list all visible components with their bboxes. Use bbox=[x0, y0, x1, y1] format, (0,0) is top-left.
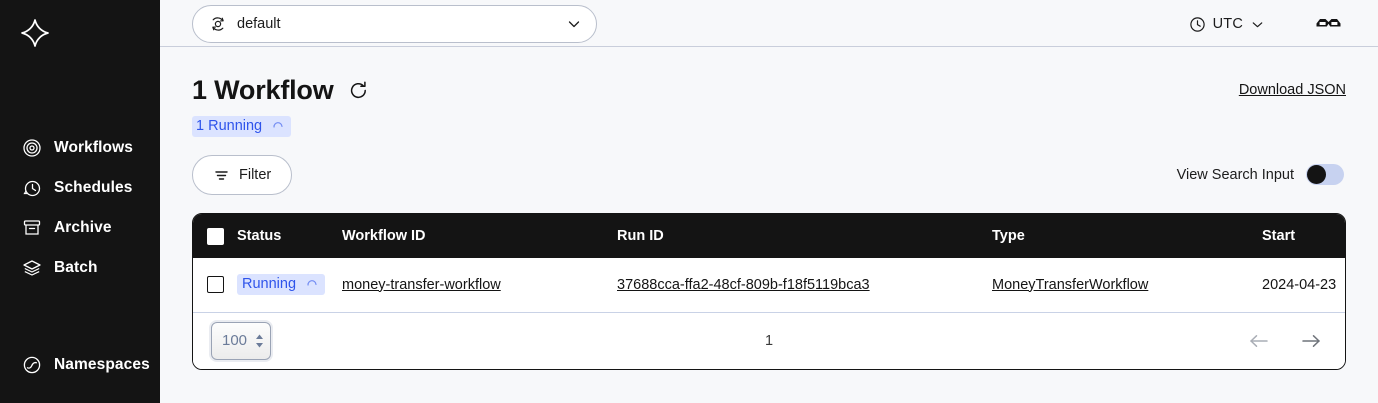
status-badge[interactable]: Running bbox=[237, 274, 326, 296]
sidebar-primary-nav: Workflows Schedules bbox=[0, 128, 160, 288]
view-search-input-toggle[interactable] bbox=[1306, 164, 1344, 185]
page-header: 1 Workflow 1 Running bbox=[192, 47, 1346, 137]
sidebar-item-archive[interactable]: Archive bbox=[0, 208, 160, 248]
toggle-knob bbox=[1307, 165, 1326, 184]
status-badge-label: 1 Running bbox=[196, 118, 263, 134]
page-size-value: 100 bbox=[222, 332, 248, 349]
table-header-type[interactable]: Type bbox=[992, 228, 1025, 244]
sidebar-item-workflows[interactable]: Workflows bbox=[0, 128, 160, 168]
page-number: 1 bbox=[764, 332, 774, 349]
spinner-icon bbox=[306, 278, 318, 290]
table-header-run-id[interactable]: Run ID bbox=[617, 228, 664, 244]
workflows-table-card: Status Workflow ID Run ID Type Start bbox=[192, 213, 1346, 370]
refresh-icon[interactable] bbox=[348, 80, 370, 102]
main-area: default UTC bbox=[160, 0, 1378, 403]
title-row: 1 Workflow bbox=[192, 77, 1346, 104]
row-checkbox[interactable] bbox=[207, 276, 224, 294]
spinner-icon bbox=[272, 120, 284, 132]
table-body: Running money-transfer-workflow bbox=[193, 258, 1345, 312]
view-search-input-control: View Search Input bbox=[1177, 164, 1344, 185]
temporal-logo[interactable] bbox=[18, 16, 52, 50]
table-header-start[interactable]: Start bbox=[1262, 228, 1296, 244]
arrow-left-icon[interactable] bbox=[1247, 330, 1271, 352]
table-pagination: 100 1 bbox=[193, 312, 1345, 369]
content-area: 1 Workflow 1 Running bbox=[160, 47, 1378, 370]
workflow-id-link[interactable]: money-transfer-workflow bbox=[342, 276, 501, 293]
schedules-icon bbox=[22, 178, 42, 198]
timezone-selector[interactable]: UTC bbox=[1189, 11, 1265, 37]
filter-icon bbox=[213, 167, 230, 184]
workflows-table: Status Workflow ID Run ID Type Start bbox=[193, 214, 1345, 313]
controls-row: Filter View Search Input bbox=[192, 155, 1346, 195]
glasses-icon[interactable] bbox=[1314, 10, 1342, 36]
sidebar-item-schedules[interactable]: Schedules bbox=[0, 168, 160, 208]
sidebar-secondary-nav: Namespaces bbox=[0, 345, 160, 385]
view-search-input-label: View Search Input bbox=[1176, 166, 1294, 183]
workflows-icon bbox=[22, 138, 42, 158]
workflow-type-link[interactable]: MoneyTransferWorkflow bbox=[992, 276, 1149, 293]
timezone-label: UTC bbox=[1212, 16, 1243, 32]
sidebar-item-namespaces[interactable]: Namespaces bbox=[0, 345, 160, 385]
sidebar-item-batch[interactable]: Batch bbox=[0, 248, 160, 288]
row-status-cell: Running bbox=[237, 258, 342, 312]
sidebar-item-label: Workflows bbox=[54, 139, 133, 156]
table-header-select bbox=[193, 214, 237, 258]
status-badge-label: Running bbox=[242, 276, 297, 293]
sidebar-item-label: Archive bbox=[54, 219, 112, 236]
namespace-selector[interactable]: default bbox=[192, 5, 597, 43]
status-badge[interactable]: 1 Running bbox=[192, 116, 292, 137]
stepper-arrows-icon bbox=[255, 334, 264, 348]
pagination-nav bbox=[1247, 330, 1323, 352]
namespace-icon bbox=[209, 15, 227, 33]
table-header-row: Status Workflow ID Run ID Type Start bbox=[193, 214, 1345, 258]
sidebar: Workflows Schedules bbox=[0, 0, 160, 403]
arrow-right-icon[interactable] bbox=[1299, 330, 1323, 352]
chevron-down-icon bbox=[1250, 17, 1265, 32]
top-bar: default UTC bbox=[160, 0, 1378, 47]
archive-icon bbox=[22, 218, 42, 238]
table-header-workflow-id[interactable]: Workflow ID bbox=[342, 228, 426, 244]
table-header-status[interactable]: Status bbox=[237, 228, 282, 244]
batch-icon bbox=[22, 258, 42, 278]
namespaces-icon bbox=[22, 355, 42, 375]
row-start-cell: 2024-04-23 bbox=[1262, 276, 1337, 293]
sidebar-item-label: Schedules bbox=[54, 179, 133, 196]
page-title: 1 Workflow bbox=[192, 75, 334, 105]
sidebar-item-label: Batch bbox=[54, 259, 98, 276]
row-select-cell bbox=[193, 258, 237, 312]
row-run-id-cell: 37688cca-ffa2-48cf-809b-f18f5119bca3 bbox=[617, 258, 992, 312]
clock-icon bbox=[1189, 16, 1206, 33]
chevron-down-icon bbox=[566, 16, 582, 32]
filter-button-label: Filter bbox=[239, 167, 272, 183]
download-json-link[interactable]: Download JSON bbox=[1238, 82, 1346, 98]
table-head: Status Workflow ID Run ID Type Start bbox=[193, 214, 1345, 258]
run-id-link[interactable]: 37688cca-ffa2-48cf-809b-f18f5119bca3 bbox=[617, 276, 870, 293]
sidebar-item-label: Namespaces bbox=[54, 356, 150, 373]
row-workflow-id-cell: money-transfer-workflow bbox=[342, 258, 617, 312]
namespace-value: default bbox=[237, 16, 281, 32]
table-row[interactable]: Running money-transfer-workflow bbox=[193, 258, 1345, 312]
row-type-cell: MoneyTransferWorkflow bbox=[992, 258, 1262, 312]
page-size-select[interactable]: 100 bbox=[211, 321, 271, 360]
select-all-checkbox[interactable] bbox=[207, 227, 224, 245]
filter-button[interactable]: Filter bbox=[192, 155, 293, 195]
